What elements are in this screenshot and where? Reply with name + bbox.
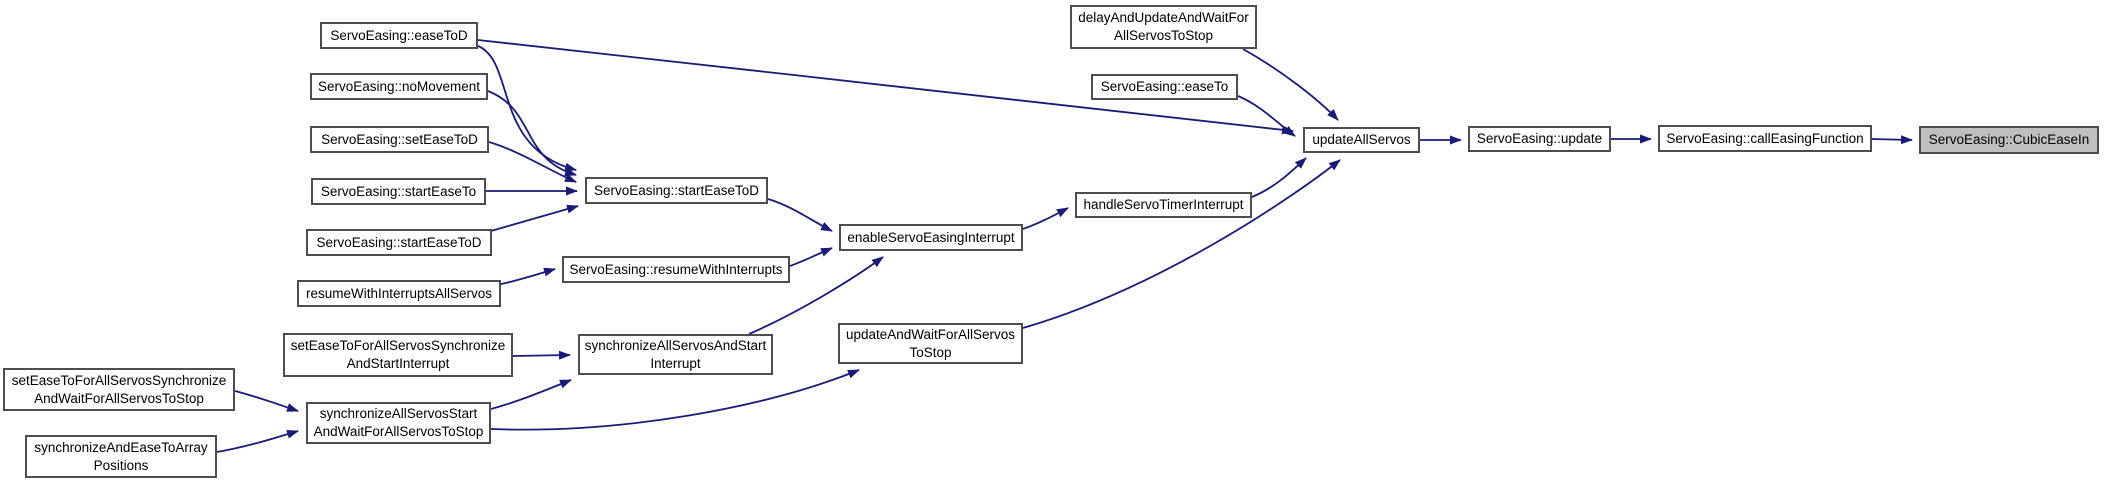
node-resume-with-interrupts[interactable]: ServoEasing::resumeWithInterrupts	[562, 256, 790, 283]
edge-syncAndStart-enableInt	[748, 256, 884, 335]
node-enable-servo-easing-interrupt[interactable]: enableServoEasingInterrupt	[839, 224, 1023, 251]
node-delay-and-update-and-wait-for-all-servos-to-stop[interactable]: delayAndUpdateAndWaitFor AllServosToStop	[1070, 5, 1257, 49]
node-update-all-servos[interactable]: updateAllServos	[1303, 127, 1420, 153]
node-update[interactable]: ServoEasing::update	[1468, 126, 1611, 152]
edge-easeToD-startEaseToD	[477, 45, 577, 172]
edge-noMovement-startEaseToD	[487, 90, 577, 177]
node-update-and-wait-for-all-servos-to-stop[interactable]: updateAndWaitForAllServos ToStop	[838, 323, 1023, 364]
edge-resumeAllServos-resumeWith	[500, 267, 556, 285]
edge-enableInt-handleTimer	[1022, 207, 1069, 230]
edge-callEasing-cubic	[1871, 135, 1913, 145]
node-cubic-ease-in: ServoEasing::CubicEaseIn	[1919, 126, 2099, 154]
edge-setEaseSyncStart-syncAndStart	[512, 350, 571, 360]
edge-setEaseToD-startEaseToD	[488, 141, 577, 183]
edge-syncStartWait-updateAndWait	[490, 369, 860, 431]
node-set-ease-to-for-all-servos-synchronize-and-start-interrupt[interactable]: setEaseToForAllServosSynchronize AndStar…	[283, 333, 513, 377]
node-call-easing-function[interactable]: ServoEasing::callEasingFunction	[1658, 125, 1872, 152]
node-handle-servo-timer-interrupt[interactable]: handleServoTimerInterrupt	[1075, 192, 1252, 218]
edge-handleTimer-updateAll	[1251, 157, 1307, 198]
node-no-movement[interactable]: ServoEasing::noMovement	[310, 73, 488, 100]
node-set-ease-to-for-all-servos-synchronize-and-wait-for-all-servos-to-stop[interactable]: setEaseToForAllServosSynchronize AndWait…	[3, 368, 235, 411]
edge-syncStartWait-syncAndStart	[490, 379, 572, 410]
edge-easeToD-updateAll	[477, 39, 1294, 135]
node-start-ease-to-d-main[interactable]: ServoEasing::startEaseToD	[585, 177, 768, 204]
edge-resumeWith-enableInt	[789, 247, 833, 267]
edge-setEaseSyncWait-syncStartWait	[234, 390, 299, 412]
node-resume-with-interrupts-all-servos[interactable]: resumeWithInterruptsAllServos	[297, 280, 501, 307]
node-set-ease-to-d[interactable]: ServoEasing::setEaseToD	[310, 126, 489, 153]
node-synchronize-all-servos-and-start-interrupt[interactable]: synchronizeAllServosAndStart Interrupt	[578, 334, 773, 375]
node-start-ease-to-d-2[interactable]: ServoEasing::startEaseToD	[306, 229, 492, 256]
node-start-ease-to[interactable]: ServoEasing::startEaseTo	[311, 178, 486, 205]
edge-updateAndWait-updateAll	[1022, 159, 1341, 329]
edge-delayUpd-updateAll	[1242, 48, 1339, 121]
node-ease-to[interactable]: ServoEasing::easeTo	[1091, 74, 1238, 100]
node-synchronize-all-servos-start-and-wait-for-all-servos-to-stop[interactable]: synchronizeAllServosStart AndWaitForAllS…	[306, 402, 491, 444]
edge-syncEaseArray-syncStartWait	[216, 429, 299, 453]
edge-startEaseToD2-startEaseToD	[490, 204, 579, 232]
edge-easeTo-updateAll	[1237, 95, 1296, 137]
node-synchronize-and-ease-to-array-positions[interactable]: synchronizeAndEaseToArray Positions	[25, 435, 217, 478]
edge-startEaseToD-enableInt	[767, 198, 833, 232]
node-ease-to-d[interactable]: ServoEasing::easeToD	[320, 22, 478, 49]
